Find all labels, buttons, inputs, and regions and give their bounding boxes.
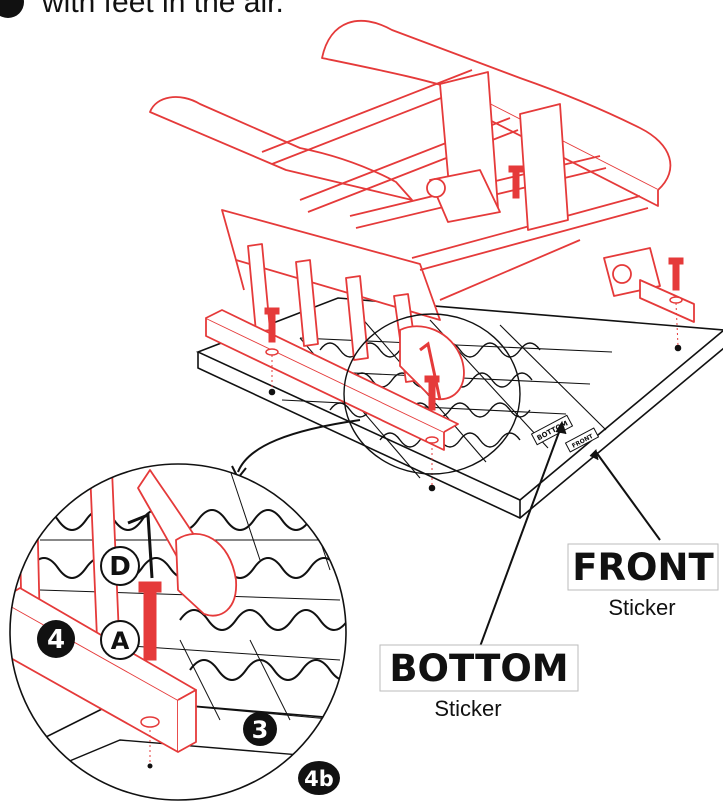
bottom-pointer (477, 423, 563, 653)
seat-base (195, 297, 723, 519)
zoom-arrow (237, 419, 361, 473)
callout-a: A (100, 620, 140, 660)
step-badge-3: 3 (243, 712, 277, 746)
front-caption: Sticker (608, 595, 675, 620)
step-badge-4: 4 (37, 620, 75, 658)
bottom-label: BOTTOM (379, 644, 579, 692)
svg-text:FRONT: FRONT (572, 546, 714, 589)
step-badge-4b: 4b (298, 761, 340, 795)
bottom-caption: Sticker (434, 696, 501, 721)
bolt-guides (271, 302, 679, 486)
allen-key (419, 341, 442, 401)
svg-text:3: 3 (252, 716, 269, 744)
svg-text:D: D (109, 552, 131, 582)
washer-set (265, 296, 683, 444)
svg-text:A: A (111, 627, 130, 655)
instruction-text: with feet in the air. (41, 0, 284, 19)
front-label: FRONT (567, 543, 719, 591)
step-bullet (0, 0, 24, 18)
svg-text:4: 4 (47, 625, 65, 655)
detail-view-border (9, 463, 347, 801)
callout-d: D (100, 546, 140, 586)
bolt-set (264, 165, 684, 411)
svg-text:4b: 4b (304, 767, 334, 791)
front-pointer (595, 451, 661, 541)
svg-text:BOTTOM: BOTTOM (389, 647, 568, 690)
glider-frame (149, 19, 695, 451)
zoom-source-circle (343, 313, 521, 475)
